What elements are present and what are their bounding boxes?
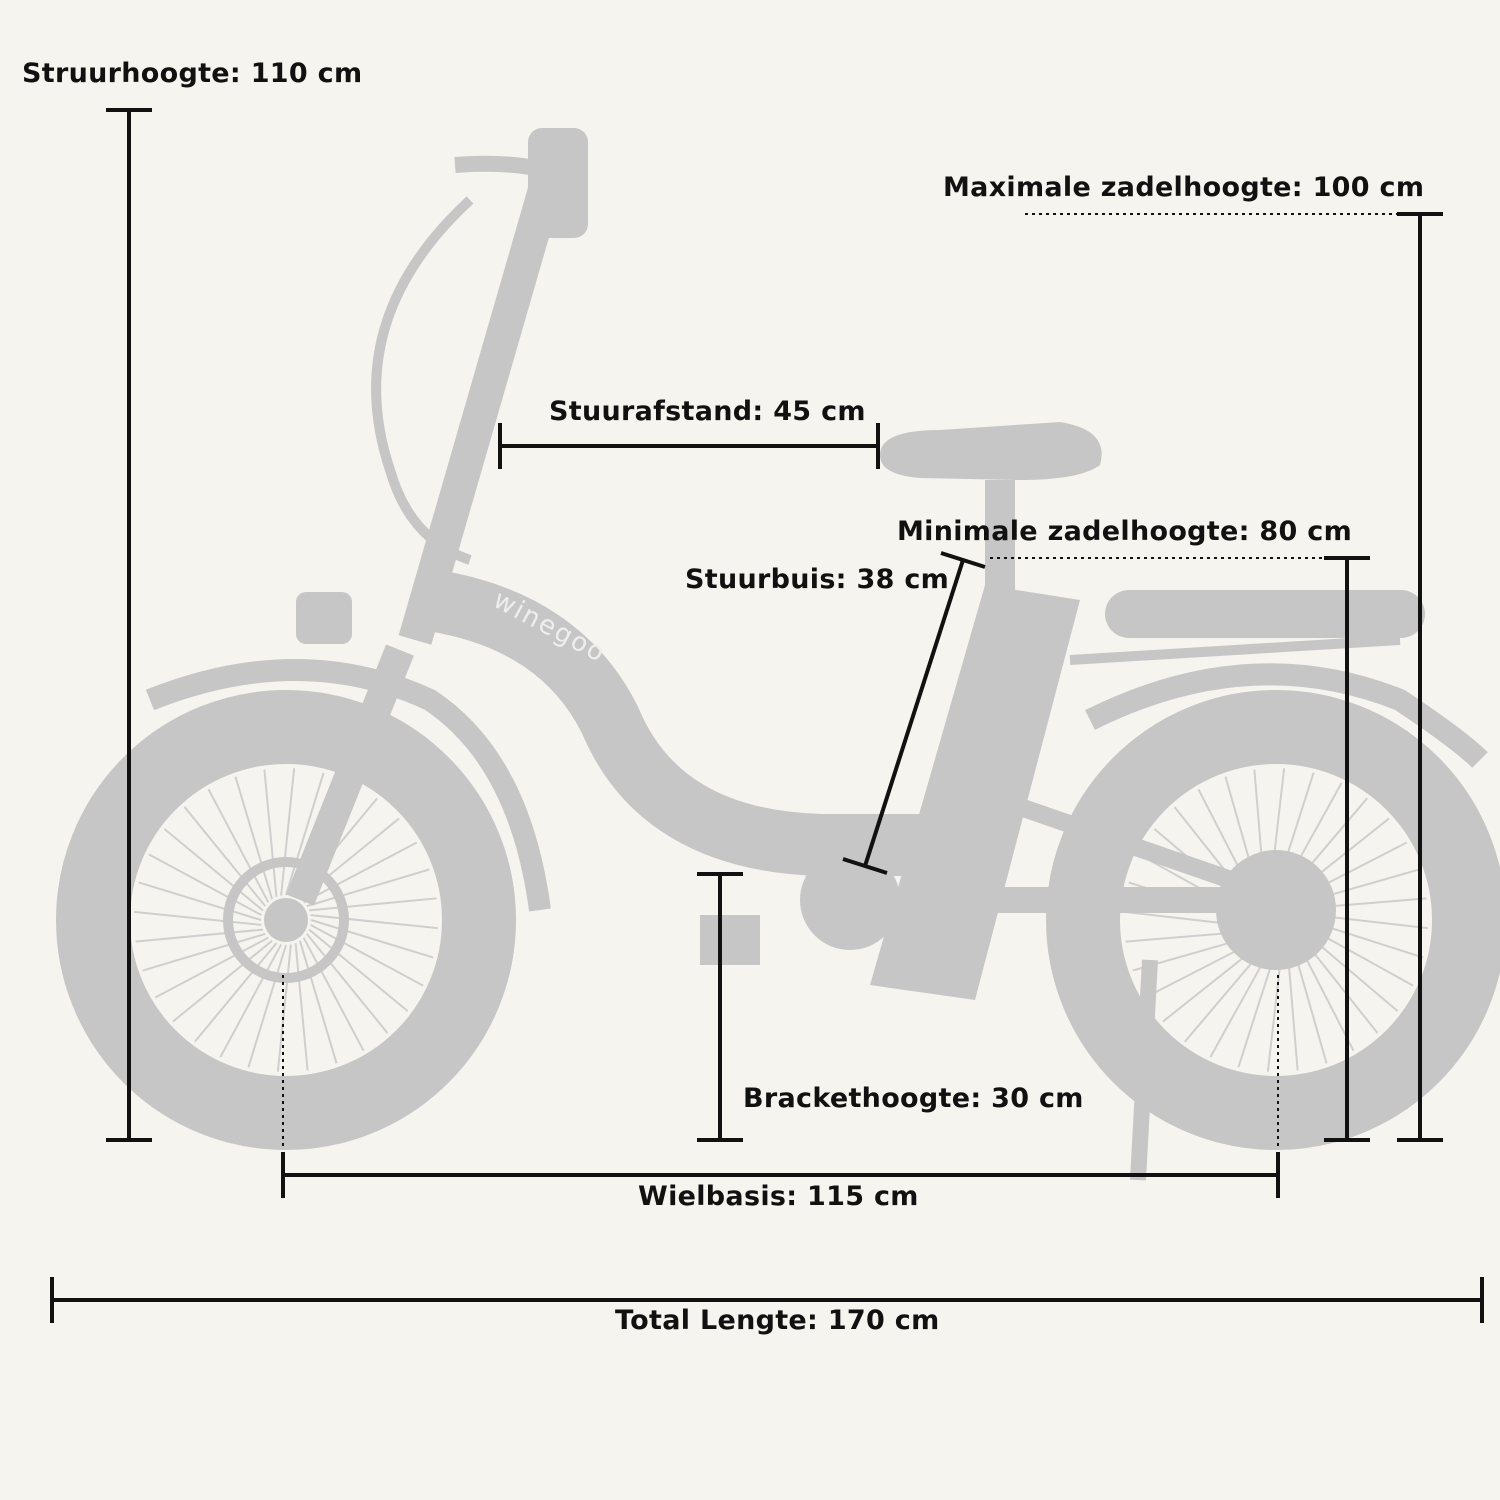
rear-rack bbox=[1105, 590, 1425, 638]
wheel-spoke bbox=[163, 828, 264, 912]
wheel-spoke bbox=[138, 881, 262, 921]
handlebar-height-line bbox=[106, 108, 152, 1142]
wheel-spoke bbox=[302, 937, 365, 1052]
wheel-spoke bbox=[154, 936, 269, 999]
seat-post bbox=[985, 480, 1015, 590]
seat-tube-label: Stuurbuis: 38 cm bbox=[685, 564, 950, 595]
wheel-spoke bbox=[183, 806, 266, 907]
bracket-height-label: Brackethoogte: 30 cm bbox=[743, 1083, 1084, 1114]
rear-wheel bbox=[1046, 690, 1500, 1150]
wheel-spoke bbox=[142, 932, 266, 972]
wheel-spoke bbox=[308, 928, 409, 1012]
wheel-spoke bbox=[306, 933, 389, 1034]
wheel-spoke bbox=[134, 910, 262, 926]
wheel-spoke bbox=[309, 897, 437, 912]
wheel-spoke bbox=[306, 868, 430, 908]
wheel-spoke bbox=[285, 772, 325, 896]
front-wheel bbox=[56, 690, 516, 1150]
kickstand bbox=[1130, 959, 1158, 1181]
wheel-spoke bbox=[172, 940, 273, 1023]
wheelbase-line bbox=[281, 975, 1280, 1198]
wheel-spoke bbox=[294, 943, 309, 1071]
wheel-spoke bbox=[135, 928, 263, 943]
wheel-spoke bbox=[303, 841, 418, 904]
front-fender bbox=[145, 659, 551, 912]
rear-fender bbox=[1085, 663, 1488, 768]
wheel-spoke bbox=[148, 853, 262, 917]
wheel-spoke bbox=[234, 776, 274, 900]
seat-tube-line bbox=[842, 551, 986, 875]
handlebar-display bbox=[528, 128, 588, 238]
wheel-spoke bbox=[194, 942, 278, 1043]
total-length-line bbox=[50, 1277, 1484, 1323]
wheel-spoke bbox=[219, 944, 283, 1058]
wheel-spoke bbox=[310, 923, 424, 987]
wheel-spoke bbox=[247, 944, 287, 1068]
wheel-spoke bbox=[298, 940, 338, 1064]
wheel-spoke bbox=[310, 914, 438, 930]
reach-label: Stuurafstand: 45 cm bbox=[549, 396, 866, 427]
seat-stay bbox=[997, 791, 1263, 899]
reach-line bbox=[498, 423, 880, 469]
min-saddle-height-line bbox=[990, 556, 1370, 1142]
headlight bbox=[296, 592, 352, 644]
bracket-height-line bbox=[697, 872, 743, 1142]
wheel-spoke bbox=[310, 919, 434, 959]
max-saddle-height-line bbox=[1025, 212, 1443, 1142]
main-frame bbox=[424, 569, 930, 876]
min-saddle-height-label: Minimale zadelhoogte: 80 cm bbox=[897, 516, 1353, 547]
pedal bbox=[700, 915, 760, 965]
handlebar-height-label: Struurhoogte: 110 cm bbox=[22, 58, 363, 89]
bike-silhouette bbox=[56, 128, 1500, 1181]
front-fork bbox=[286, 644, 414, 906]
stem bbox=[398, 185, 562, 645]
total-length-label: Total Lengte: 170 cm bbox=[615, 1305, 940, 1336]
crankset bbox=[800, 850, 900, 950]
wheel-spoke bbox=[207, 788, 270, 903]
saddle bbox=[880, 422, 1102, 480]
wheel-spoke bbox=[276, 944, 292, 1072]
rack-stay bbox=[1069, 635, 1401, 665]
wheel-spoke bbox=[280, 768, 296, 896]
brake-cable bbox=[371, 196, 474, 565]
wheel-spoke bbox=[263, 769, 278, 897]
dimension-lines bbox=[50, 108, 1484, 1323]
max-saddle-height-label: Maximale zadelhoogte: 100 cm bbox=[943, 172, 1425, 203]
wheelbase-label: Wielbasis: 115 cm bbox=[638, 1181, 919, 1212]
